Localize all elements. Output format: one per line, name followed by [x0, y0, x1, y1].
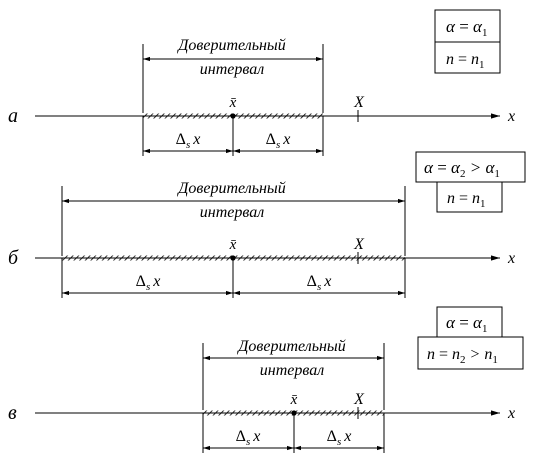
row-b-label: б [8, 247, 19, 269]
row-a-formula-bottom: n = n1 [446, 51, 485, 71]
row-c: α = α1 n = n2 > n1 Доверительный интерва… [8, 306, 524, 453]
row-c-caption-line1: Доверительный [236, 338, 346, 355]
row-c-axis-label: x [507, 405, 515, 422]
row-c-label: в [8, 402, 17, 424]
row-a-true-label: X [353, 94, 365, 111]
row-a-formula-top: α = α1 [446, 17, 487, 39]
row-b-axis-label: x [507, 250, 515, 267]
row-c-formula-box-bottom [417, 336, 524, 370]
row-a-mean-label: x̄ [229, 95, 237, 111]
row-c-mean-label: x̄ [290, 392, 298, 408]
row-a-caption-line2: интервал [200, 61, 264, 78]
row-b-mean-label: x̄ [229, 237, 237, 253]
row-c-formula-bottom: n = n2 > n1 [427, 346, 498, 366]
row-b-formula-bottom: n = n1 [447, 190, 486, 210]
row-b-formula-top: α = α2 > α1 [424, 158, 500, 180]
row-a-caption-line1: Доверительный [176, 37, 286, 54]
row-c-caption-line2: интервал [260, 362, 324, 379]
row-b-formula-box-bottom [436, 181, 503, 213]
row-a-axis-label: x [507, 108, 515, 125]
row-c-true-label: X [353, 391, 365, 408]
row-a-label: а [8, 105, 18, 127]
row-a: α = α1 n = n1 Доверительный интервал а x… [8, 9, 515, 156]
row-c-formula-top: α = α1 [446, 313, 487, 335]
row-b: α = α2 > α1 n = n1 Доверительный интерва… [8, 151, 526, 298]
row-b-true-label: X [353, 236, 365, 253]
row-b-caption-line1: Доверительный [176, 180, 286, 197]
row-b-caption-line2: интервал [200, 204, 264, 221]
